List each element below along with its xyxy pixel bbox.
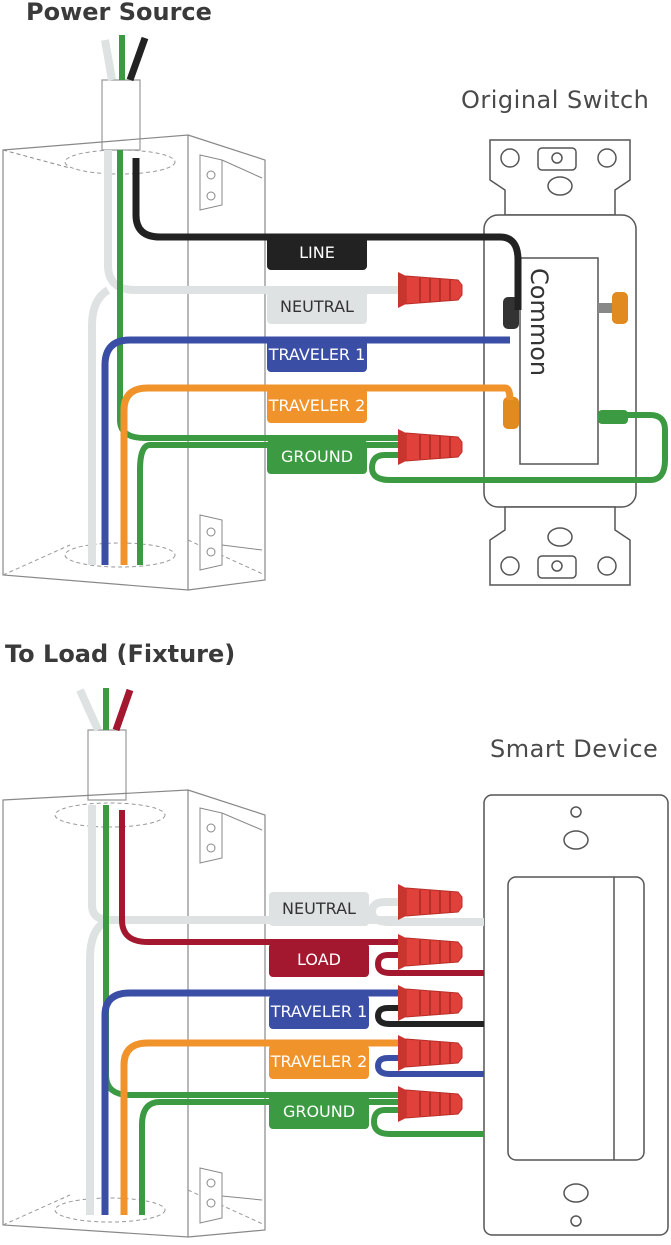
traveler-screw-icon <box>503 397 519 429</box>
smart-device <box>483 794 669 1236</box>
power-source-heading: Power Source <box>26 0 212 26</box>
bottom-label-load: LOAD <box>269 943 369 977</box>
top-label-ground: GROUND <box>267 440 367 474</box>
to-load-heading: To Load (Fixture) <box>5 640 236 668</box>
common-terminal-label: Common <box>525 268 553 377</box>
smart-device-title: Smart Device <box>490 735 659 763</box>
top-junction-box <box>2 79 266 591</box>
original-switch-title: Original Switch <box>461 86 650 114</box>
original-switch <box>483 139 637 586</box>
traveler-screw-icon <box>612 292 628 324</box>
bottom-wires <box>76 688 484 1215</box>
top-label-traveler1: TRAVELER 1 <box>267 338 367 372</box>
bottom-label-traveler1: TRAVELER 1 <box>269 995 369 1029</box>
bottom-junction-box <box>2 729 266 1238</box>
ground-screw-icon <box>598 410 628 424</box>
top-label-traveler2: TRAVELER 2 <box>267 389 367 423</box>
top-label-line: LINE <box>267 236 367 270</box>
top-label-neutral: NEUTRAL <box>267 290 367 324</box>
bottom-label-neutral: NEUTRAL <box>269 892 369 926</box>
bottom-label-traveler2: TRAVELER 2 <box>269 1045 369 1079</box>
bottom-label-ground: GROUND <box>269 1095 369 1129</box>
